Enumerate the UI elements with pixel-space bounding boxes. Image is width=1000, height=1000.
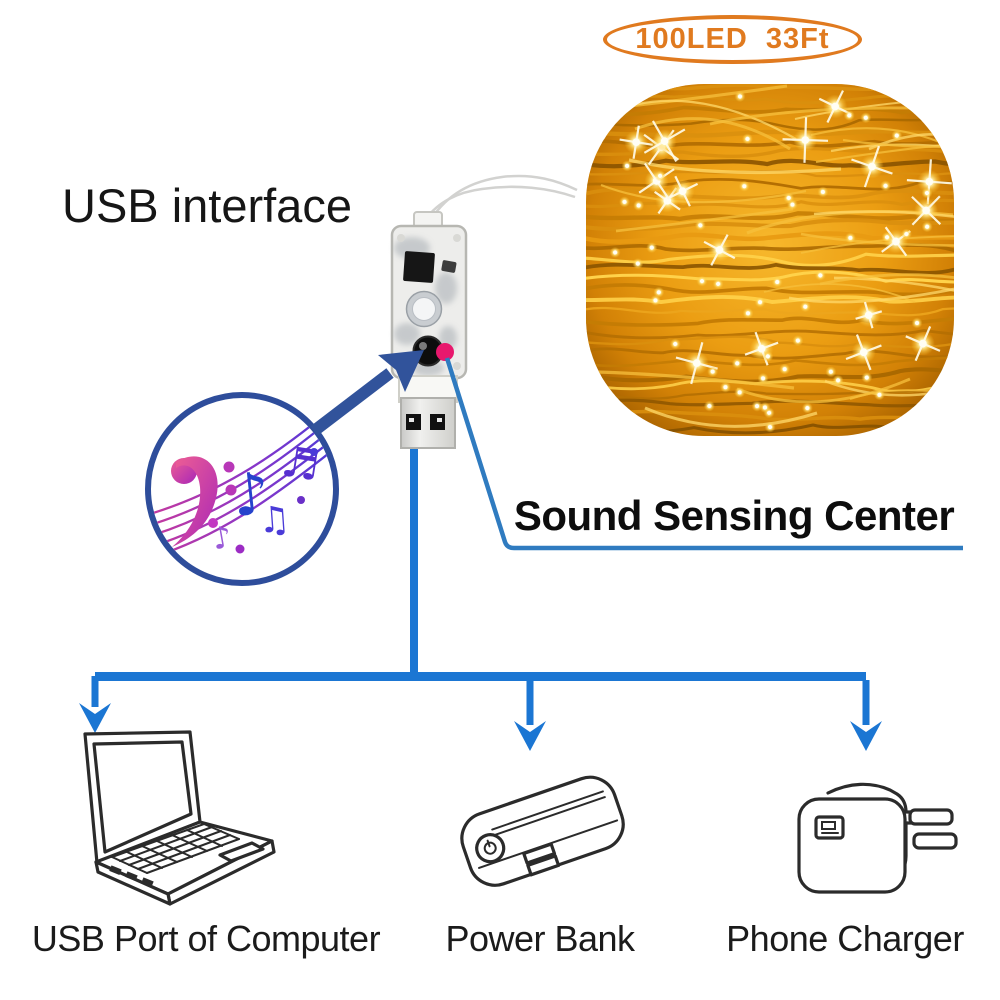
usb-plug [398, 375, 458, 449]
arrow-down-right [850, 721, 882, 751]
charger-prongs [901, 808, 958, 850]
sound-music-circle: ♪ ♬ ♫ ♪ [145, 392, 339, 586]
label-usb-port-of-computer: USB Port of Computer [31, 918, 381, 959]
mode-button[interactable] [405, 290, 443, 328]
sound-arrow [310, 350, 424, 436]
power-bank-icon [460, 775, 625, 887]
music-staff [151, 406, 333, 560]
power-bank-usb-ports [522, 842, 561, 877]
usb-controller [390, 211, 468, 449]
indicator-dot [436, 343, 454, 361]
label-power-bank: Power Bank [445, 918, 635, 959]
svg-text:♫: ♫ [257, 499, 292, 542]
power-button[interactable] [473, 831, 507, 865]
laptop-keyboard [111, 823, 240, 874]
callout-line [444, 357, 963, 551]
laptop-icon [83, 730, 276, 906]
led-count-badge: 100LED 33Ft [603, 15, 862, 64]
sound-sensing-label: Sound Sensing Center [513, 492, 955, 539]
laptop-trackpad [218, 841, 265, 863]
led-coil [586, 84, 954, 436]
arrow-down-left [79, 703, 111, 733]
svg-text:♪: ♪ [229, 459, 273, 530]
power-flowchart [79, 449, 882, 751]
arrow-down-middle [514, 721, 546, 751]
connecting-wire [424, 174, 578, 220]
charger-usb-port [814, 815, 845, 840]
bass-clef-icon [171, 456, 237, 547]
phone-charger-icon [797, 782, 958, 894]
usb-interface-label: USB interface [62, 179, 352, 232]
laptop-usb-ports [109, 865, 154, 888]
label-phone-charger: Phone Charger [726, 918, 964, 959]
led-coil-sparkles [609, 90, 952, 433]
controller-chip [403, 251, 457, 283]
svg-text:♬: ♬ [278, 436, 323, 490]
